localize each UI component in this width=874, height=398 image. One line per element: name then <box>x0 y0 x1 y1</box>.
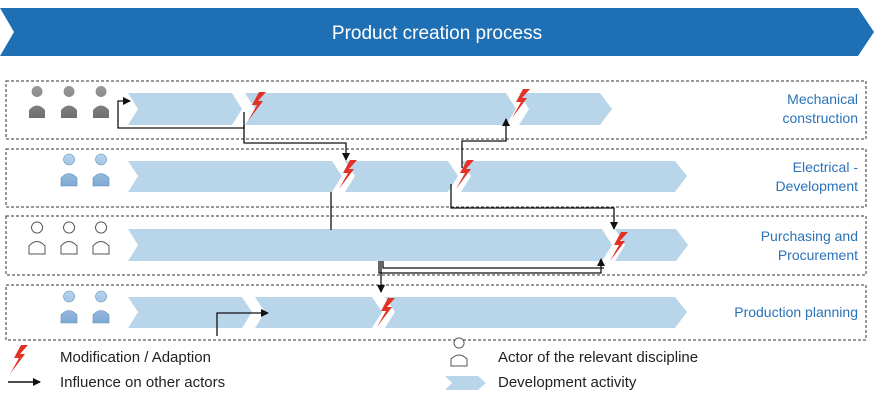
arrow-prod-to-purch <box>378 258 605 274</box>
lane-labels: Mechanical construction Electrical - Dev… <box>734 91 858 320</box>
header-title: Product creation process <box>332 23 542 44</box>
activity-prod-1 <box>128 297 252 328</box>
activity-purch-2 <box>615 229 688 261</box>
lane-label-production: Production planning <box>734 304 858 320</box>
activity-prod-3 <box>385 297 687 328</box>
legend-activity: Development activity <box>498 374 637 391</box>
process-header: Product creation process <box>0 8 874 56</box>
legend: Modification / Adaption Influence on oth… <box>8 337 698 391</box>
legend-influence: Influence on other actors <box>60 374 225 391</box>
lightning-icon <box>10 345 28 374</box>
lightning-icon <box>339 160 357 189</box>
header-banner <box>0 8 874 56</box>
arrow-elec-to-purch <box>450 184 618 230</box>
person-icon <box>92 290 110 324</box>
lane-label-electrical-1: Electrical - <box>793 159 859 175</box>
activities <box>128 93 688 328</box>
activity-elec-2 <box>345 161 458 192</box>
person-icon <box>60 290 78 324</box>
actors-electrical <box>60 153 110 187</box>
person-icon <box>93 86 109 118</box>
modifications <box>248 89 628 327</box>
activity-mech-2 <box>245 93 516 125</box>
lane-mechanical <box>5 80 867 140</box>
lane-label-mechanical-1: Mechanical <box>787 91 858 107</box>
arrow-elec-to-mech <box>461 118 510 168</box>
lane-electrical <box>5 148 867 208</box>
actors-purchasing <box>28 221 110 255</box>
lightning-icon <box>248 92 266 121</box>
actors <box>28 86 110 324</box>
influence-arrows <box>117 97 618 336</box>
person-icon <box>61 86 77 118</box>
lane-label-purchasing-2: Procurement <box>778 247 858 263</box>
lightning-icon <box>377 298 395 327</box>
person-icon <box>29 86 45 118</box>
legend-modification: Modification / Adaption <box>60 349 211 366</box>
line-purch-return <box>382 261 604 269</box>
person-icon <box>92 221 110 255</box>
legend-actor: Actor of the relevant discipline <box>498 349 698 366</box>
activity-mech-3 <box>519 93 612 125</box>
lane-label-mechanical-2: construction <box>783 110 858 126</box>
arrow-mech-to-elec <box>243 125 350 161</box>
lane-purchasing <box>5 215 867 276</box>
lanes <box>5 80 867 341</box>
person-icon <box>92 153 110 187</box>
actors-mechanical <box>29 86 109 118</box>
activity-purch-1 <box>128 229 612 261</box>
arrow-mech-loop <box>117 97 245 129</box>
person-icon <box>60 221 78 255</box>
activity-mech-1 <box>128 93 242 125</box>
person-icon <box>450 337 468 367</box>
lightning-icon <box>610 232 628 261</box>
lane-production <box>5 284 867 341</box>
lane-label-electrical-2: Development <box>776 178 859 194</box>
person-icon <box>28 221 46 255</box>
person-icon <box>60 153 78 187</box>
lane-label-purchasing-1: Purchasing and <box>761 228 858 244</box>
activity-prod-2 <box>255 297 382 328</box>
activity-elec-1 <box>128 161 342 192</box>
activity-elec-3 <box>461 161 687 192</box>
lightning-icon <box>512 89 530 118</box>
activity-chevron-icon <box>445 376 486 390</box>
actors-production <box>60 290 110 324</box>
arrow-prod-loop <box>216 309 269 336</box>
lightning-icon <box>456 160 474 189</box>
